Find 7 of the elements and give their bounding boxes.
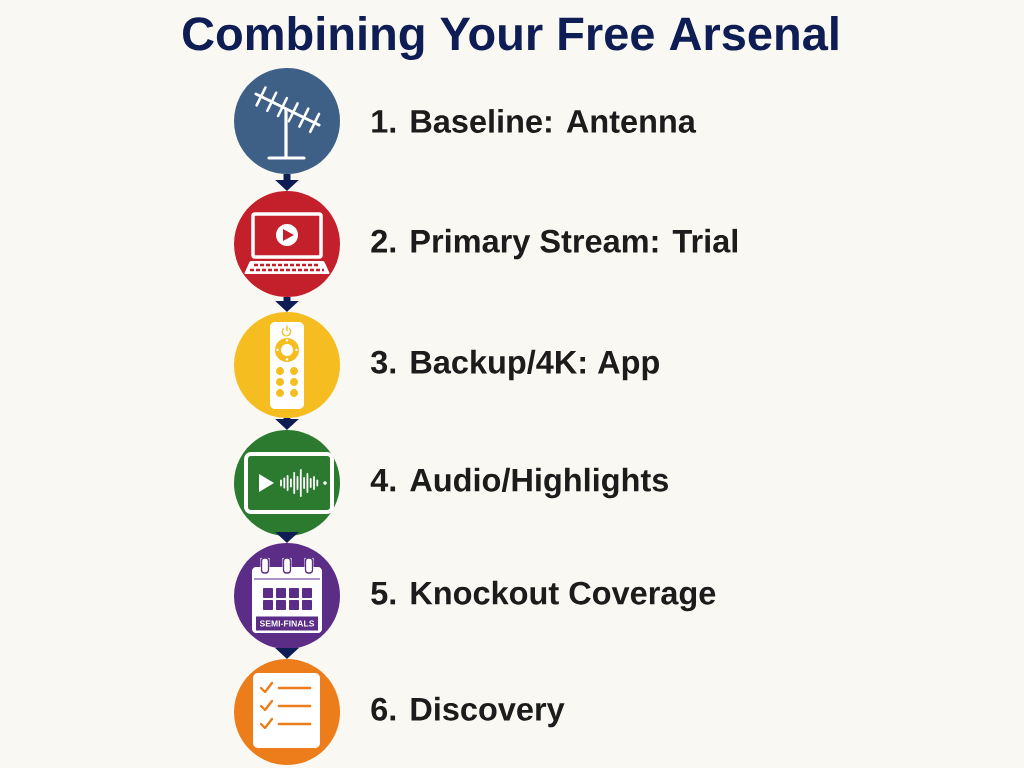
step-label: 4. Audio/Highlights <box>370 467 668 499</box>
step-label: 5. Knockout Coverage <box>371 580 716 612</box>
step-label: 6. Discovery <box>371 696 565 728</box>
title: Combining Your Free Arsenal <box>183 16 838 60</box>
step-label: 3. Backup/4K: App <box>370 349 659 381</box>
step-label: 2. Primary Stream: Trial <box>371 228 737 260</box>
step-label: 1. Baseline: Antenna <box>372 109 697 133</box>
